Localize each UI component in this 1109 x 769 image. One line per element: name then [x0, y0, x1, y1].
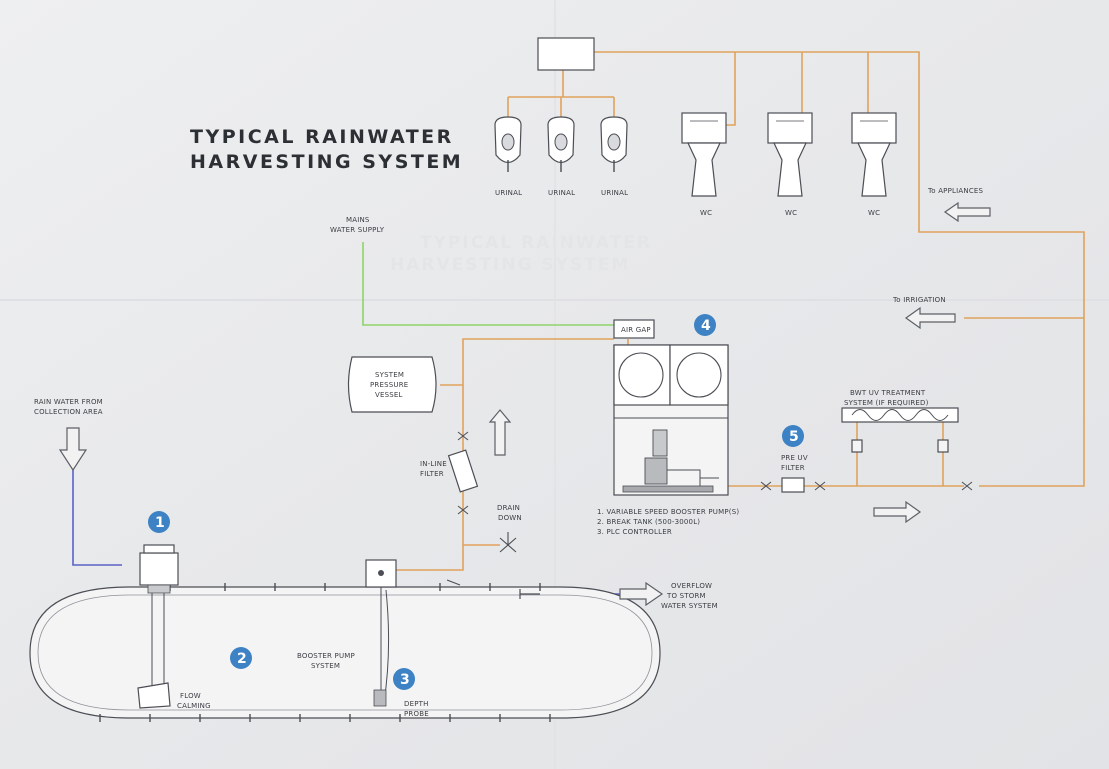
valve-icon	[961, 481, 973, 491]
wc	[767, 112, 813, 197]
badge-1: 1	[148, 511, 170, 533]
wc-group	[681, 112, 897, 197]
air-gap-box	[613, 319, 655, 339]
svg-text:5: 5	[789, 429, 799, 445]
wc-label: WC	[700, 209, 712, 217]
pump-list-item: 3. PLC CONTROLLER	[597, 528, 672, 536]
mains-label-line2: WATER SUPPLY	[330, 226, 385, 234]
right-arrow-icon	[619, 581, 664, 607]
depth-probe-label-line1: DEPTH	[404, 700, 429, 708]
urinal-group	[494, 116, 628, 172]
vessel-label-line2: PRESSURE	[370, 381, 408, 389]
up-arrow-icon	[488, 409, 512, 456]
uv-treatment-unit	[841, 407, 959, 453]
uv-label-line1: BWT UV TREATMENT	[850, 389, 926, 397]
left-arrow-icon	[943, 201, 991, 223]
distribution-box	[537, 37, 595, 71]
inline-filter-label-line1: IN-LINE	[420, 460, 447, 468]
break-tank-left	[613, 344, 671, 406]
badge-5: 5	[782, 425, 804, 447]
urinal	[600, 116, 628, 172]
urinal-label: URINAL	[601, 189, 628, 197]
ghost-title-line2: HARVESTING SYSTEM	[390, 255, 630, 275]
ghost-title-line1: TYPICAL RAINWATER	[420, 233, 652, 253]
urinal	[494, 116, 522, 172]
overflow-label-line1: OVERFLOW	[671, 582, 712, 590]
wc	[681, 112, 727, 197]
urinal-label: URINAL	[548, 189, 575, 197]
pump-list-item: 2. BREAK TANK (500-3000L)	[597, 518, 700, 526]
diagram-title-line2: HARVESTING SYSTEM	[190, 151, 463, 173]
storage-tank	[29, 544, 661, 722]
uv-label-line2: SYSTEM (IF REQUIRED)	[844, 399, 929, 407]
booster-label-line2: SYSTEM	[311, 662, 340, 670]
vessel-label-line3: VESSEL	[375, 391, 403, 399]
break-tank-right	[669, 344, 729, 406]
overflow-label-line2: TO STORM	[666, 592, 706, 600]
to-appliances-label: To APPLIANCES	[927, 187, 984, 195]
svg-text:3: 3	[400, 672, 410, 688]
vessel-label-line1: SYSTEM	[375, 371, 404, 379]
wc-label: WC	[868, 209, 880, 217]
svg-text:4: 4	[701, 318, 711, 334]
rain-label-line2: COLLECTION AREA	[34, 408, 103, 416]
diagram-title-line1: TYPICAL RAINWATER	[190, 126, 454, 148]
mains-label-line1: MAINS	[346, 216, 370, 224]
drain-valve-icon	[499, 532, 517, 553]
drain-label-line1: DRAIN	[497, 504, 520, 512]
left-arrow-icon	[904, 306, 956, 330]
mains-water-pipe	[362, 242, 614, 326]
pre-uv-label-line1: PRE UV	[781, 454, 808, 462]
booster-pump-set	[613, 344, 729, 496]
wc	[851, 112, 897, 197]
svg-text:1: 1	[155, 515, 165, 531]
badge-2: 2	[230, 647, 252, 669]
inline-filter	[447, 431, 479, 515]
inline-filter-label-line2: FILTER	[420, 470, 444, 478]
to-irrigation-label: To IRRIGATION	[892, 296, 946, 304]
depth-probe-label-line2: PROBE	[404, 710, 429, 718]
right-arrow-icon	[873, 500, 922, 524]
pre-uv-filter	[760, 477, 826, 493]
drain-label-line2: DOWN	[498, 514, 522, 522]
down-arrow-icon	[58, 427, 88, 472]
badge-4: 4	[694, 314, 716, 336]
flow-calming-label-line1: FLOW	[180, 692, 201, 700]
flow-calming-label-line2: CALMING	[177, 702, 211, 710]
rainwater-inlet-pipe	[72, 470, 122, 566]
pump-motor	[644, 457, 668, 485]
urinal	[547, 116, 575, 172]
pressure-vessel	[347, 356, 437, 413]
air-gap-label: AIR GAP	[621, 326, 651, 334]
urinal-label: URINAL	[495, 189, 522, 197]
overflow-label-line3: WATER SYSTEM	[661, 602, 718, 610]
svg-text:2: 2	[237, 651, 247, 667]
pre-uv-label-line2: FILTER	[781, 464, 805, 472]
badge-3: 3	[393, 668, 415, 690]
pump-list-item: 1. VARIABLE SPEED BOOSTER PUMP(S)	[597, 508, 739, 516]
wc-label: WC	[785, 209, 797, 217]
rain-label-line1: RAIN WATER FROM	[34, 398, 103, 406]
booster-label-line1: BOOSTER PUMP	[297, 652, 355, 660]
